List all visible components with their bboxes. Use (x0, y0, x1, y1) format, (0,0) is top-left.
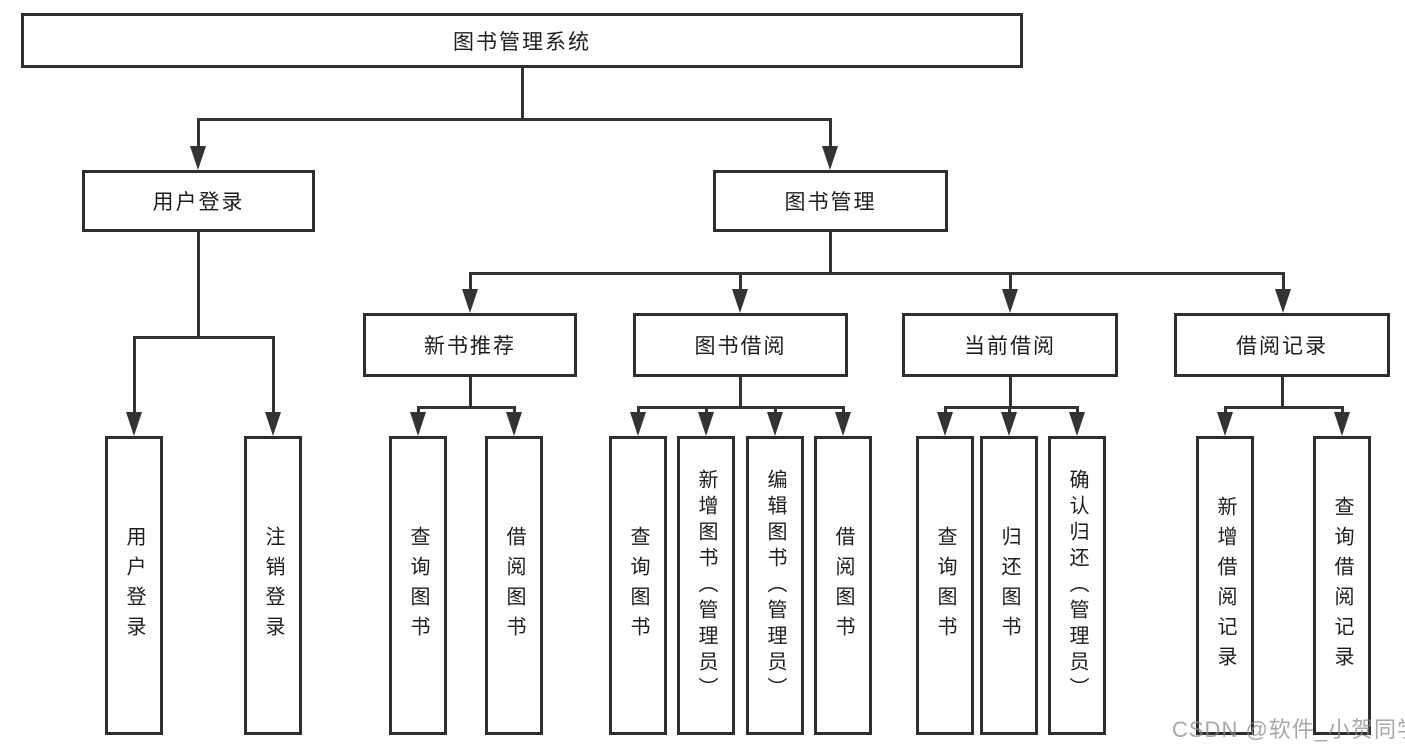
arrowhead-icon (937, 412, 953, 436)
connector-line (1341, 406, 1344, 416)
arrowhead-icon (190, 146, 206, 170)
connector-line (197, 118, 200, 150)
node-book-borrowing: 图书借阅 (633, 313, 848, 377)
connector-line (705, 406, 708, 416)
leaf-add-borrow-record-label: 新增借阅记录 (1214, 495, 1236, 676)
leaf-query-borrow-record-label: 查询借阅记录 (1331, 495, 1353, 676)
connector-line (272, 336, 275, 414)
node-borrowing-records: 借阅记录 (1174, 313, 1390, 377)
node-new-book-recommendation-label: 新书推荐 (424, 335, 516, 358)
connector-line (417, 406, 516, 409)
connector-line (1224, 406, 1227, 416)
arrowhead-icon (630, 412, 646, 436)
connector-line (842, 406, 845, 416)
connector-line (774, 406, 777, 416)
leaf-query-books-current-label: 查询图书 (934, 525, 956, 646)
leaf-add-borrow-record: 新增借阅记录 (1196, 436, 1254, 735)
csdn-watermark: CSDN @软件_小贺同学 (1172, 717, 1405, 742)
leaf-add-book-admin: 新增图书（管理员） (677, 436, 735, 735)
leaf-user-login: 用户登录 (105, 436, 163, 735)
leaf-edit-book-admin: 编辑图书（管理员） (746, 436, 804, 735)
arrowhead-icon (732, 289, 748, 313)
leaf-borrow-books-borrowing: 借阅图书 (814, 436, 872, 735)
leaf-query-books-current: 查询图书 (916, 436, 974, 735)
arrowhead-icon (506, 412, 522, 436)
node-current-borrowing: 当前借阅 (902, 313, 1118, 377)
connector-line (637, 406, 845, 409)
node-book-management: 图书管理 (713, 170, 948, 232)
arrowhead-icon (1069, 412, 1085, 436)
leaf-query-books-borrowing: 查询图书 (609, 436, 667, 735)
connector-line (469, 377, 472, 406)
node-book-management-label: 图书管理 (784, 191, 877, 214)
connector-line (1282, 272, 1285, 292)
connector-line (417, 406, 420, 416)
leaf-query-books-recommend-label: 查询图书 (407, 525, 429, 646)
leaf-edit-book-admin-label: 编辑图书（管理员） (764, 468, 786, 703)
connector-line (1009, 272, 1012, 292)
arrowhead-icon (698, 412, 714, 436)
leaf-add-book-admin-label: 新增图书（管理员） (695, 468, 717, 703)
connector-line (133, 336, 275, 339)
arrowhead-icon (822, 146, 838, 170)
connector-line (1008, 406, 1011, 416)
connector-line (513, 406, 516, 416)
node-user-login-label: 用户登录 (152, 191, 245, 214)
arrowhead-icon (1334, 412, 1350, 436)
node-book-borrowing-label: 图书借阅 (694, 335, 787, 358)
connector-line (521, 68, 524, 118)
arrowhead-icon (1217, 412, 1233, 436)
connector-line (133, 336, 136, 414)
connector-line (1281, 377, 1284, 406)
leaf-borrow-books-recommend-label: 借阅图书 (503, 525, 525, 646)
leaf-return-book: 归还图书 (980, 436, 1038, 735)
leaf-borrow-books-recommend: 借阅图书 (485, 436, 543, 735)
node-root: 图书管理系统 (21, 13, 1023, 68)
connector-line (739, 272, 742, 292)
arrowhead-icon (835, 412, 851, 436)
connector-line (469, 272, 1285, 275)
connector-line (637, 406, 640, 416)
leaf-query-books-borrowing-label: 查询图书 (627, 525, 649, 646)
leaf-query-books-recommend: 查询图书 (389, 436, 447, 735)
connector-line (469, 272, 472, 292)
node-borrowing-records-label: 借阅记录 (1236, 335, 1328, 358)
node-new-book-recommendation: 新书推荐 (363, 313, 577, 377)
connector-line (197, 118, 831, 121)
arrowhead-icon (462, 289, 478, 313)
arrowhead-icon (1002, 289, 1018, 313)
connector-line (1224, 406, 1344, 409)
leaf-return-book-label: 归还图书 (998, 525, 1020, 646)
leaf-user-login-label: 用户登录 (123, 525, 145, 646)
connector-line (1076, 406, 1079, 416)
leaf-logout: 注销登录 (244, 436, 302, 735)
connector-line (739, 377, 742, 406)
connector-line (944, 406, 1079, 409)
connector-line (944, 406, 947, 416)
arrowhead-icon (265, 412, 281, 436)
arrowhead-icon (410, 412, 426, 436)
connector-line (829, 118, 832, 150)
leaf-query-borrow-record: 查询借阅记录 (1313, 436, 1371, 735)
leaf-logout-label: 注销登录 (262, 525, 284, 646)
arrowhead-icon (767, 412, 783, 436)
node-current-borrowing-label: 当前借阅 (964, 335, 1056, 358)
leaf-confirm-return-admin-label: 确认归还（管理员） (1066, 468, 1088, 703)
node-root-label: 图书管理系统 (453, 30, 591, 54)
node-user-login: 用户登录 (82, 170, 315, 232)
leaf-confirm-return-admin: 确认归还（管理员） (1048, 436, 1106, 735)
leaf-borrow-books-borrowing-label: 借阅图书 (832, 525, 854, 646)
connector-line (197, 232, 200, 336)
connector-line (829, 232, 832, 272)
arrowhead-icon (126, 412, 142, 436)
arrowhead-icon (1275, 289, 1291, 313)
arrowhead-icon (1001, 412, 1017, 436)
connector-line (1009, 377, 1012, 406)
